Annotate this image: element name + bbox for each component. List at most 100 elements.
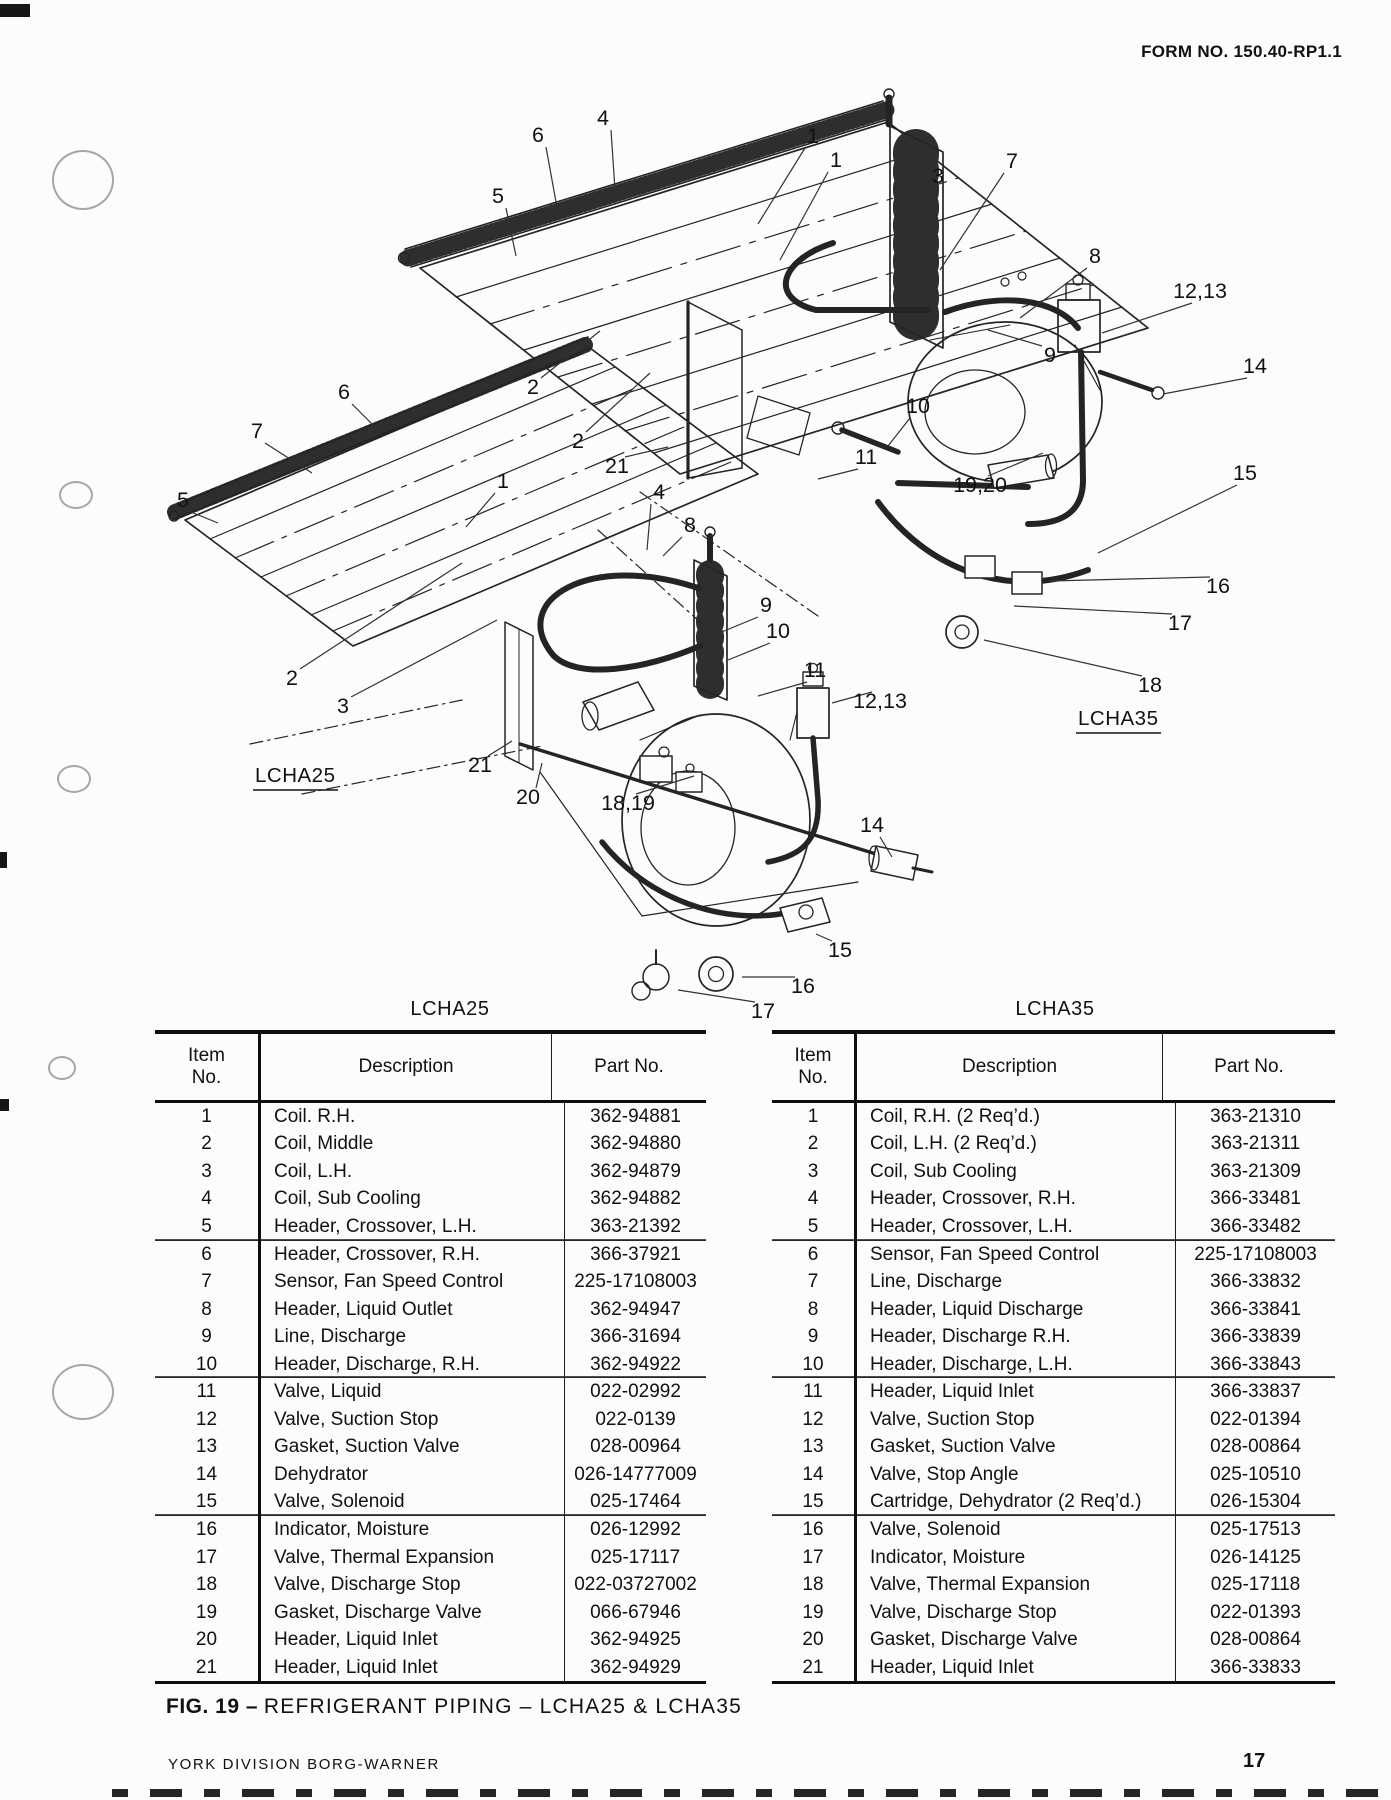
callout-5: 5 <box>177 488 189 512</box>
description-cell: Valve, Stop Angle <box>857 1461 1176 1489</box>
punch-hole <box>59 481 93 509</box>
description-cell: Coil, L.H. (2 Req’d.) <box>857 1130 1176 1159</box>
dehydrator <box>987 454 1055 489</box>
callout-15: 15 <box>828 938 852 962</box>
figure-title: REFRIGERANT PIPING – LCHA25 & LCHA35 <box>263 1695 743 1718</box>
diagram-label-lcha25: LCHA25 <box>255 764 336 787</box>
item-no-cell: 17 <box>155 1543 261 1572</box>
callout-18,19: 18,19 <box>601 791 655 815</box>
item-no-cell: 7 <box>772 1268 857 1296</box>
scan-mark <box>0 1099 9 1111</box>
item-no-cell: 20 <box>772 1626 857 1654</box>
description-cell: Valve, Thermal Expansion <box>857 1571 1176 1599</box>
lower-coil-face <box>184 347 759 647</box>
callout-leader <box>351 403 379 431</box>
part-no-cell: 022-03727002 <box>574 1574 697 1596</box>
item-no-cell: 15 <box>772 1488 857 1517</box>
fin-comb <box>167 337 593 520</box>
description-cell: Coil. R.H. <box>261 1103 565 1131</box>
part-no-cell: 066-67946 <box>590 1601 681 1623</box>
item-no-cell: 20 <box>155 1626 261 1654</box>
description-cell: Header, Discharge, R.H. <box>261 1350 565 1379</box>
callout-11: 11 <box>855 445 877 469</box>
form-number: FORM NO. 150.40-RP1.1 <box>1141 42 1342 61</box>
crossover-pipe <box>537 572 703 673</box>
item-no-cell: 8 <box>155 1295 261 1324</box>
item-no-cell: 18 <box>155 1571 261 1599</box>
item-no-cell: 5 <box>772 1213 857 1241</box>
callout-1: 1 <box>497 469 509 493</box>
figure-number: FIG. 19 – <box>166 1695 259 1718</box>
scan-mark <box>0 852 7 868</box>
callout-leader <box>815 933 833 942</box>
callout-leader <box>540 330 601 379</box>
description-cell: Valve, Solenoid <box>857 1516 1176 1544</box>
crossover-pipe <box>783 240 931 313</box>
callout-18: 18 <box>1138 673 1162 697</box>
description-cell: Coil, Middle <box>261 1130 565 1159</box>
callout-leader <box>350 619 498 698</box>
item-no-cell: 21 <box>155 1653 261 1682</box>
part-no-cell: 026-15304 <box>1210 1491 1301 1513</box>
punch-hole <box>52 150 114 210</box>
table-title-lcha35: LCHA35 <box>1015 998 1095 1020</box>
callout-leader <box>896 187 931 251</box>
description-cell: Gasket, Discharge Valve <box>261 1598 565 1627</box>
callout-1: 1 <box>807 124 819 148</box>
item-no-cell: 6 <box>772 1240 857 1269</box>
description-cell: Header, Liquid Inlet <box>261 1626 565 1654</box>
part-no-cell: 025-10510 <box>1210 1463 1301 1485</box>
description-cell: Cartridge, Dehydrator (2 Req’d.) <box>857 1488 1176 1517</box>
item-no-cell: 14 <box>772 1461 857 1489</box>
callout-leader <box>817 468 859 480</box>
callout-leader <box>1019 267 1088 319</box>
callout-leader <box>610 129 616 191</box>
description-cell: Sensor, Fan Speed Control <box>261 1268 565 1296</box>
callout-leader <box>1101 302 1193 334</box>
part-no-cell: 362-94879 <box>590 1160 681 1182</box>
item-no-cell: 3 <box>772 1158 857 1186</box>
callout-5: 5 <box>492 184 504 208</box>
callout-leader <box>983 639 1143 677</box>
description-cell: Coil, L.H. <box>261 1158 565 1186</box>
item-no-cell: 4 <box>772 1185 857 1214</box>
scan-mark <box>0 4 30 17</box>
callout-leader <box>711 616 759 637</box>
item-no-cell: 13 <box>772 1433 857 1462</box>
description-cell: Coil, R.H. (2 Req’d.) <box>857 1103 1176 1131</box>
callout-leader <box>727 642 771 661</box>
item-no-cell: 16 <box>772 1516 857 1544</box>
fin-comb <box>399 101 895 267</box>
callout-15: 15 <box>1233 461 1257 485</box>
callout-leader <box>487 740 513 757</box>
callout-17: 17 <box>1168 611 1192 635</box>
callout-leader <box>465 492 496 528</box>
item-no-cell: 8 <box>772 1295 857 1324</box>
callout-leader <box>635 775 695 795</box>
description-cell: Valve, Solenoid <box>261 1488 565 1517</box>
item-no-cell: 12 <box>772 1406 857 1434</box>
item-no-cell: 5 <box>155 1213 261 1241</box>
part-no-cell: 225-17108003 <box>1194 1243 1317 1265</box>
callout-leader <box>831 691 873 704</box>
part-no-cell: 028-00864 <box>1210 1629 1301 1651</box>
description-cell: Valve, Discharge Stop <box>857 1598 1176 1627</box>
end-sheet <box>504 621 534 771</box>
callout-leader <box>1013 605 1173 615</box>
item-no-cell: 2 <box>155 1130 261 1159</box>
